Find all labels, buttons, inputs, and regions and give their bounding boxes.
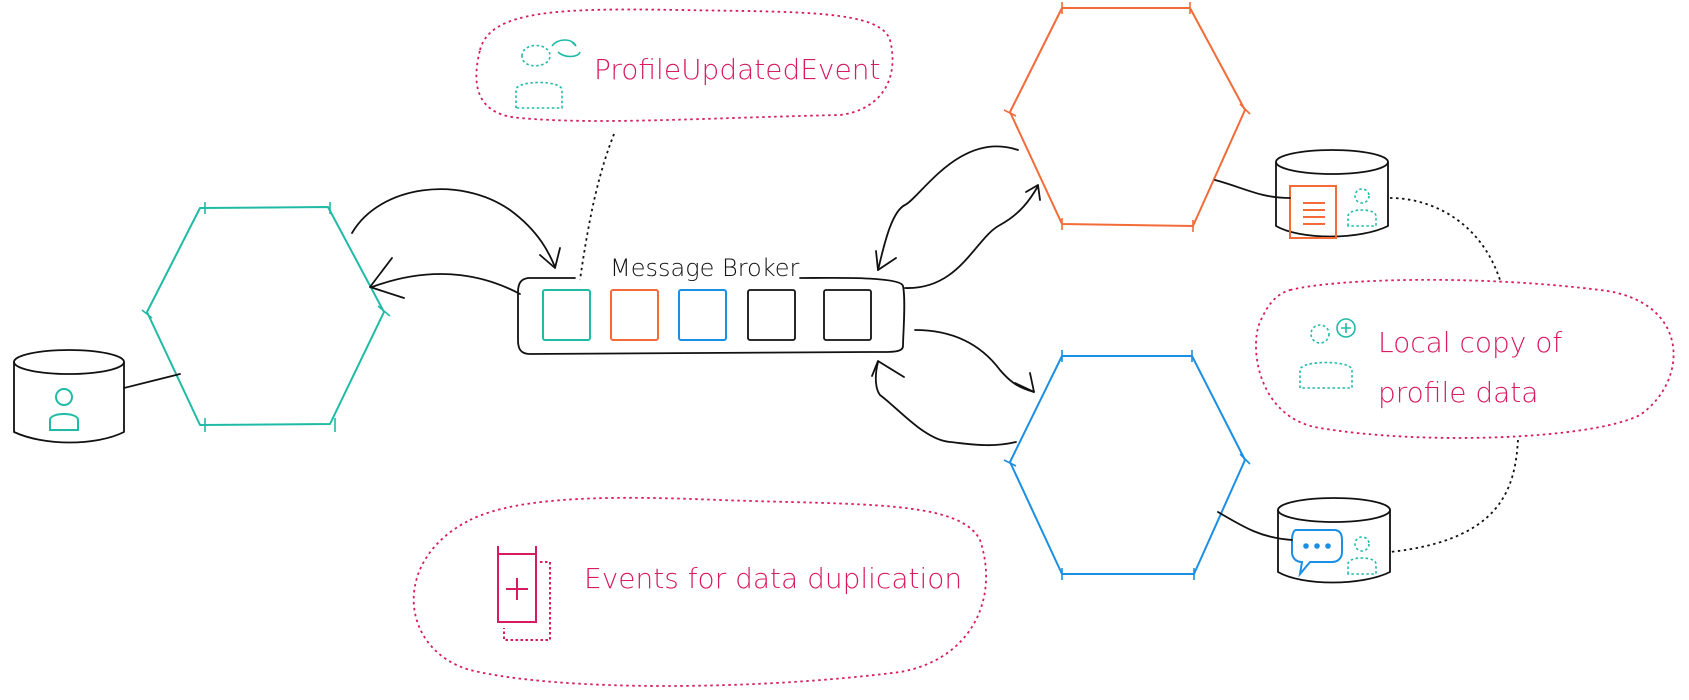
- queue-slot-blue: [678, 289, 727, 341]
- orange-service-hexagon: [1003, 2, 1251, 232]
- callout-profile-updated-event: ProfileUpdatedEvent: [475, 8, 894, 122]
- message-broker: Message Broker: [517, 254, 906, 355]
- callout-duplication-text: Events for data duplication: [584, 562, 962, 595]
- blue-database: [1277, 497, 1391, 584]
- add-document-icon: [497, 546, 551, 641]
- callout-pointer-blue-db: [1389, 439, 1519, 553]
- person-add-icon: [1299, 318, 1356, 389]
- person-icon: [49, 388, 79, 431]
- profile-database: [13, 349, 125, 444]
- document-icon: [1289, 185, 1337, 239]
- queue-slot-orange: [610, 289, 659, 341]
- callout-local-copy: Local copy of profile data: [1255, 278, 1675, 439]
- callout-pointer-event: [579, 133, 615, 281]
- callout-local-copy-line1: Local copy of: [1378, 326, 1562, 359]
- callout-local-copy-line2: profile data: [1378, 376, 1538, 409]
- db-connector-left: [123, 373, 181, 389]
- callout-pointer-orange-db: [1389, 197, 1501, 281]
- queue-slot-empty: [823, 289, 872, 341]
- broker-label: Message Broker: [610, 254, 800, 282]
- callout-duplication: Events for data duplication: [412, 496, 987, 687]
- chat-bubble-icon: [1291, 529, 1343, 578]
- db-connector-blue: [1217, 511, 1293, 541]
- orange-database: [1275, 149, 1389, 239]
- arrows-profile-broker: [351, 188, 561, 299]
- queue-slot-teal: [542, 289, 591, 341]
- blue-service-hexagon: [1003, 350, 1251, 580]
- arrows-broker-services: [871, 145, 1041, 447]
- person-icon: [1347, 188, 1377, 227]
- person-icon: [1347, 536, 1377, 575]
- profile-sync-icon: [515, 39, 581, 109]
- queue-slot-empty: [747, 289, 796, 341]
- db-connector-orange: [1214, 179, 1291, 199]
- callout-profile-event-text: ProfileUpdatedEvent: [594, 53, 880, 86]
- profile-service-hexagon: [141, 202, 391, 432]
